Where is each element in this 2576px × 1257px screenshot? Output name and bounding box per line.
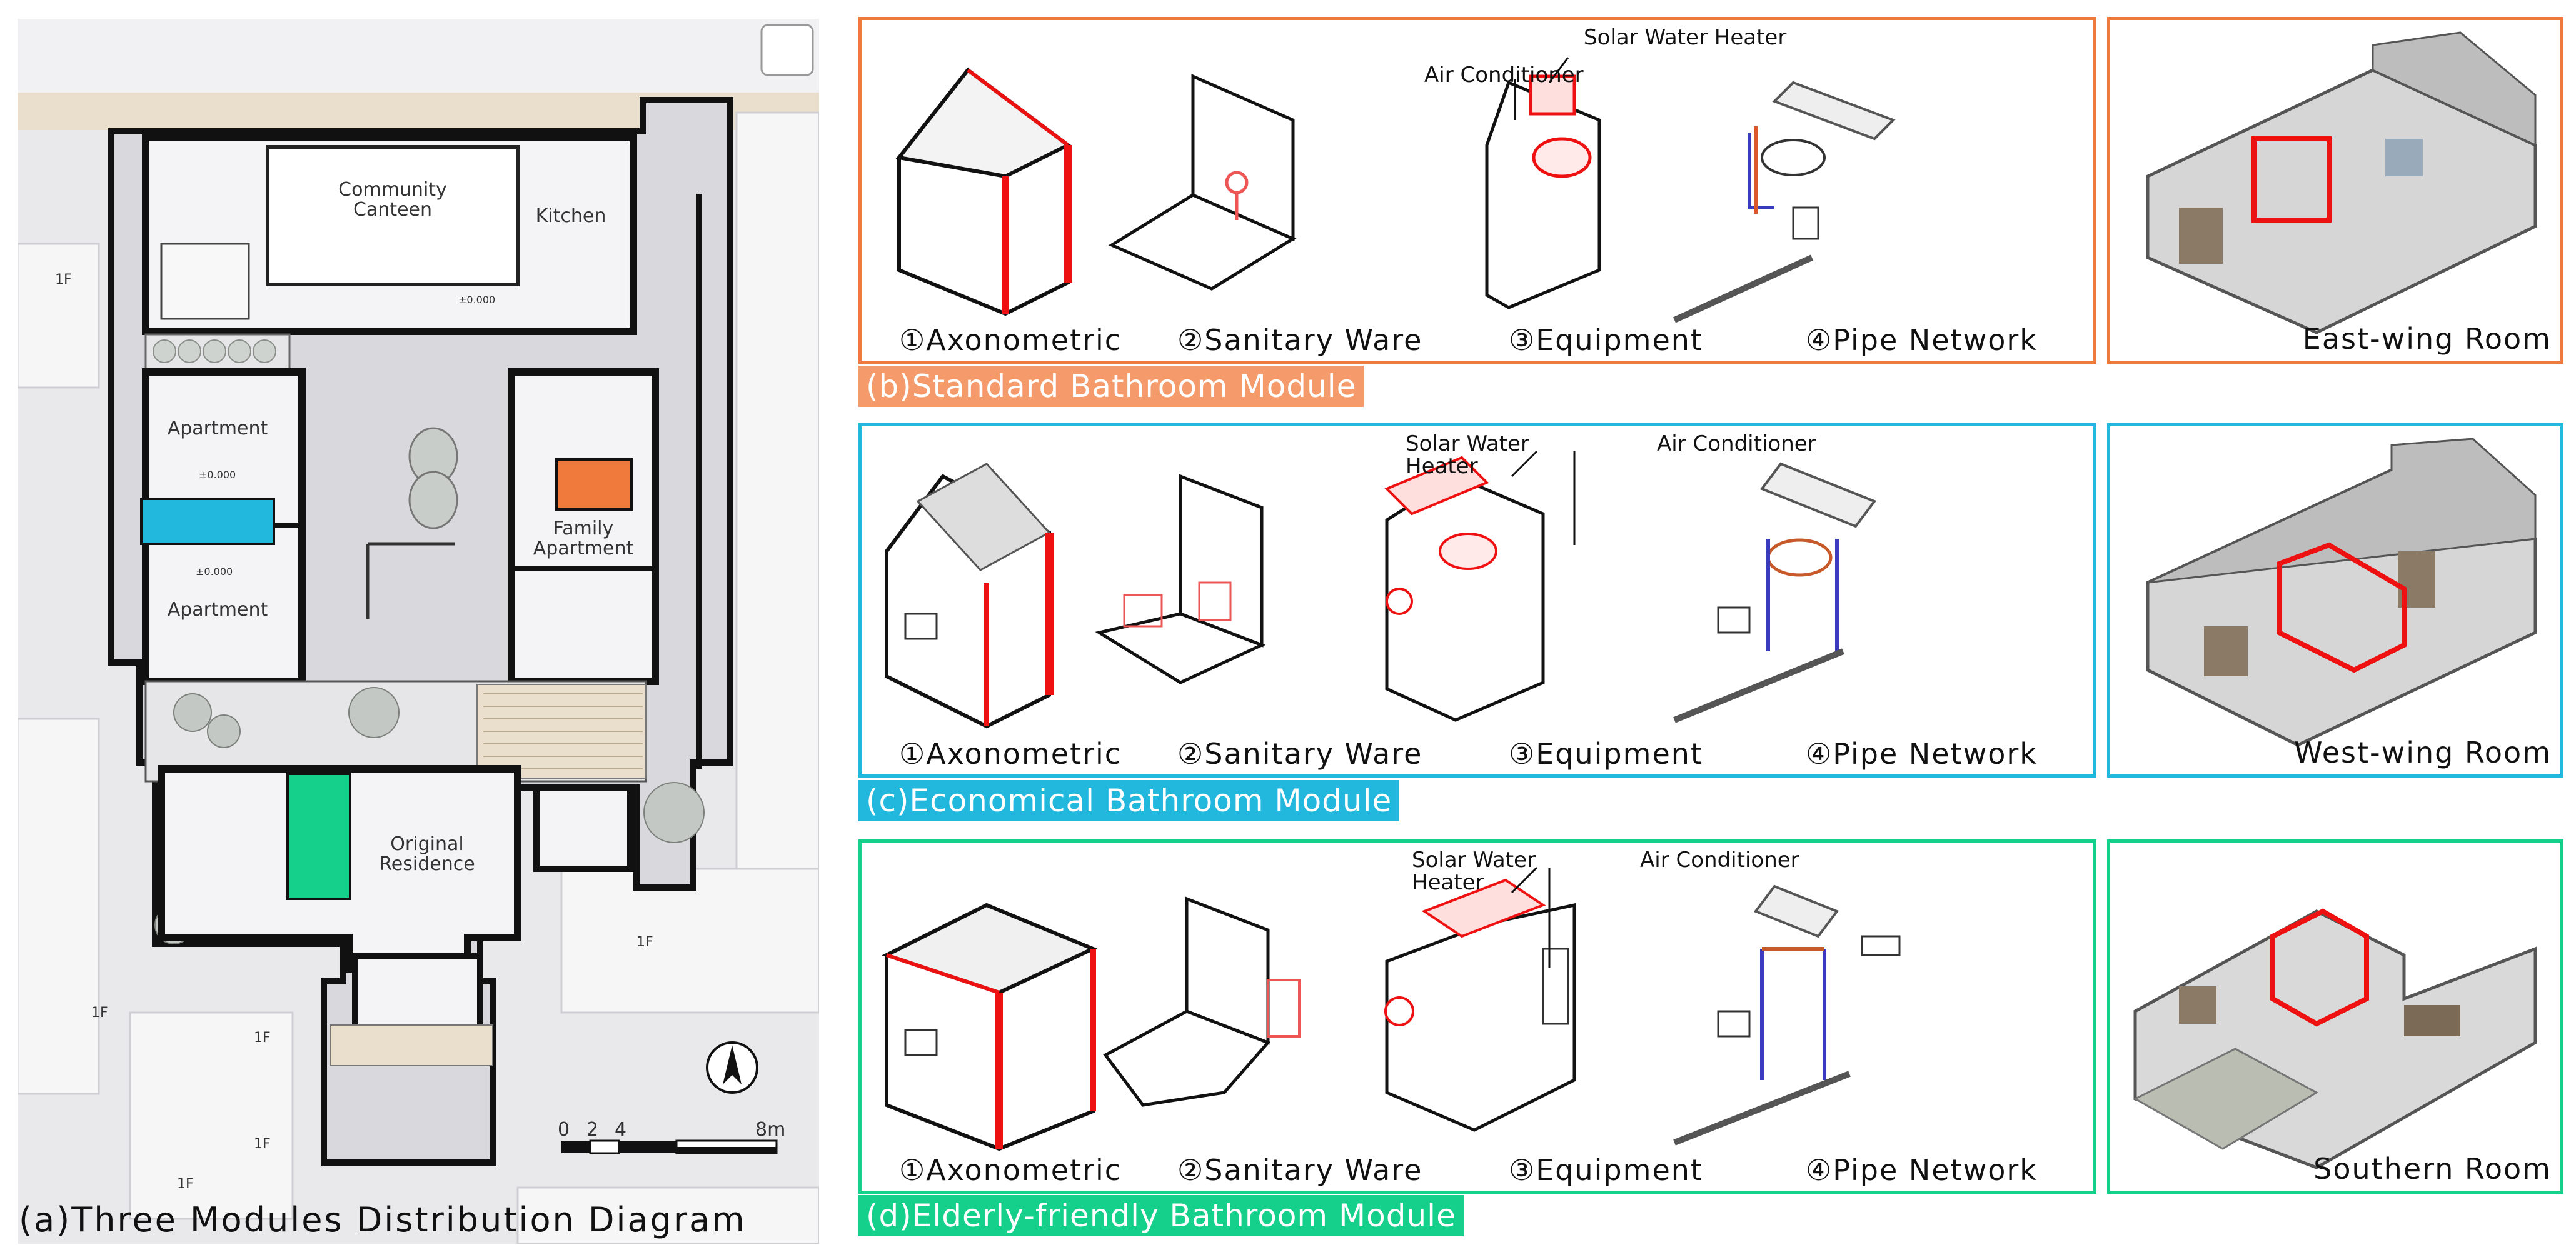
module-b-drawings — [895, 57, 1896, 323]
elderly-module-highlight — [286, 773, 351, 900]
step-equipment: ③Equipment — [1509, 1153, 1703, 1187]
module-location-frame — [2270, 908, 2369, 1027]
step-equipment: ③Equipment — [1509, 737, 1703, 771]
panel-a-title: (a)Three Modules Distribution Diagram — [19, 1200, 747, 1239]
level-mark: ±0.000 — [196, 566, 233, 578]
apartment-top-label: Apartment — [167, 418, 268, 439]
solar-water-heater-callout: Solar Water Heater — [1584, 25, 1787, 50]
axonometric-house-icon — [882, 903, 1098, 1151]
apartment-bottom-label: Apartment — [167, 599, 268, 621]
family-apartment-label: Family Apartment — [533, 518, 634, 559]
scale-tick: 2 — [586, 1119, 599, 1141]
module-d-title: (d)Elderly-friendly Bathroom Module — [858, 1195, 1464, 1236]
sanitary-ware-icon — [1095, 474, 1266, 684]
module-c-panel: Solar Water Heater Air Conditioner ①Axon… — [858, 423, 2096, 778]
air-conditioner-callout: Air Conditioner — [1424, 63, 1584, 88]
step-pipe-network: ④Pipe Network — [1806, 737, 2038, 771]
room-label: West-wing Room — [2293, 736, 2552, 769]
floor-label: 1F — [254, 1136, 271, 1152]
kitchen-label: Kitchen — [535, 205, 606, 227]
module-d-panel: Solar Water Heater Air Conditioner ①Axon… — [858, 839, 2096, 1194]
module-b-title: (b)Standard Bathroom Module — [858, 366, 1364, 407]
west-wing-room-drawing — [2146, 438, 2537, 747]
canteen-label: Community Canteen — [338, 179, 447, 221]
level-mark: ±0.000 — [458, 294, 496, 306]
economical-module-highlight — [140, 498, 275, 545]
module-location-frame — [2251, 136, 2332, 223]
scale-bar — [561, 1139, 778, 1154]
solar-water-heater-callout: Solar Water Heater — [1406, 431, 1529, 479]
step-axonometric: ①Axonometric — [899, 323, 1122, 357]
pipe-network-icon — [1673, 462, 1877, 723]
module-location-frame — [2277, 542, 2407, 673]
solar-water-heater-callout: Solar Water Heater — [1412, 848, 1536, 895]
axonometric-house-icon — [885, 463, 1054, 729]
north-arrow-icon — [706, 1041, 758, 1094]
equipment-icon — [1485, 74, 1601, 309]
step-pipe-network: ④Pipe Network — [1806, 1153, 2038, 1187]
equipment-icon — [1384, 456, 1545, 722]
module-c-drawings — [885, 450, 1877, 729]
step-equipment: ③Equipment — [1509, 323, 1703, 357]
pipe-network-icon — [1673, 884, 1901, 1146]
scale-tick: 0 — [558, 1119, 570, 1141]
distribution-plan: Community Canteen Kitchen Apartment Apar… — [16, 19, 820, 1245]
module-d-drawings — [882, 866, 1901, 1151]
west-wing-room-panel: West-wing Room — [2107, 423, 2563, 778]
axonometric-house-icon — [895, 67, 1072, 316]
step-sanitary-ware: ②Sanitary Ware — [1177, 737, 1423, 771]
pipe-network-icon — [1673, 81, 1896, 323]
room-label: East-wing Room — [2302, 322, 2552, 356]
step-sanitary-ware: ②Sanitary Ware — [1177, 323, 1423, 357]
step-pipe-network: ④Pipe Network — [1806, 323, 2038, 357]
floor-label: 1F — [254, 1030, 271, 1046]
floor-plan-drawing — [16, 19, 820, 1245]
sanitary-ware-icon — [1108, 74, 1297, 291]
air-conditioner-callout: Air Conditioner — [1640, 848, 1799, 873]
east-wing-room-panel: East-wing Room — [2107, 17, 2563, 364]
southern-room-panel: Southern Room — [2107, 839, 2563, 1194]
floor-label: 1F — [91, 1005, 108, 1021]
module-b-panel: Solar Water Heater Air Conditioner ①Axon… — [858, 17, 2096, 364]
air-conditioner-callout: Air Conditioner — [1657, 431, 1816, 456]
room-label: Southern Room — [2313, 1152, 2552, 1186]
floor-label: 1F — [55, 272, 72, 288]
floor-label: 1F — [636, 934, 653, 950]
floor-label: 1F — [177, 1176, 194, 1192]
scale-tick: 8m — [755, 1119, 786, 1141]
scale-tick: 4 — [615, 1119, 627, 1141]
sanitary-ware-icon — [1103, 896, 1301, 1107]
equipment-icon — [1384, 878, 1576, 1132]
step-axonometric: ①Axonometric — [899, 1153, 1122, 1187]
original-residence-label: Original Residence — [379, 833, 475, 875]
module-c-title: (c)Economical Bathroom Module — [858, 780, 1400, 821]
standard-module-highlight — [555, 458, 633, 511]
level-mark: ±0.000 — [199, 469, 236, 481]
east-wing-room-drawing — [2146, 31, 2537, 334]
step-sanitary-ware: ②Sanitary Ware — [1177, 1153, 1423, 1187]
step-axonometric: ①Axonometric — [899, 737, 1122, 771]
southern-room-drawing — [2133, 908, 2537, 1169]
